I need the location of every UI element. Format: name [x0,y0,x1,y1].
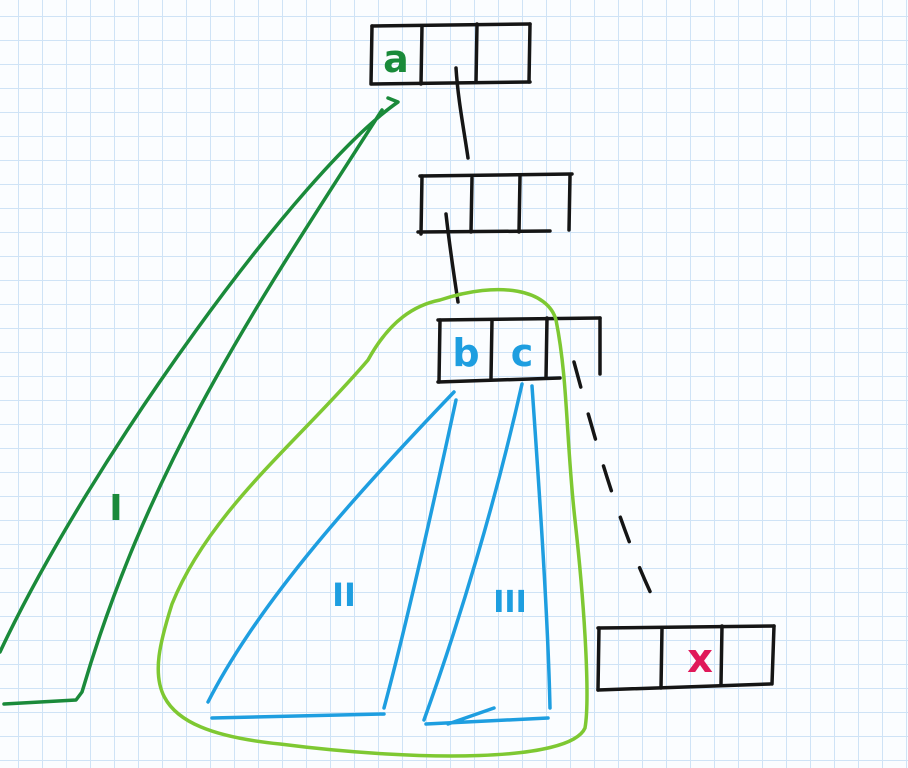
subtree-2-label: II [332,576,356,614]
key-a-label: a [383,37,409,81]
middle-to-lower-edge [444,212,460,304]
middle-node [416,172,574,236]
subtree-3-outline [422,382,552,726]
lower-subtree-enclosure [156,287,589,758]
key-b-label: b [452,331,479,375]
key-x-label: x [687,636,713,682]
root-node [369,22,532,86]
subtree-2-outline [206,390,458,720]
x-node [596,624,776,692]
root-to-middle-edge [454,66,470,160]
key-c-label: c [511,331,534,375]
subtree-1-outline [0,96,400,706]
lower-to-x-dashed-edge [572,360,657,604]
lower-node [436,316,602,384]
subtree-3-label: III [493,585,527,620]
subtree-1-label: I [109,488,122,529]
